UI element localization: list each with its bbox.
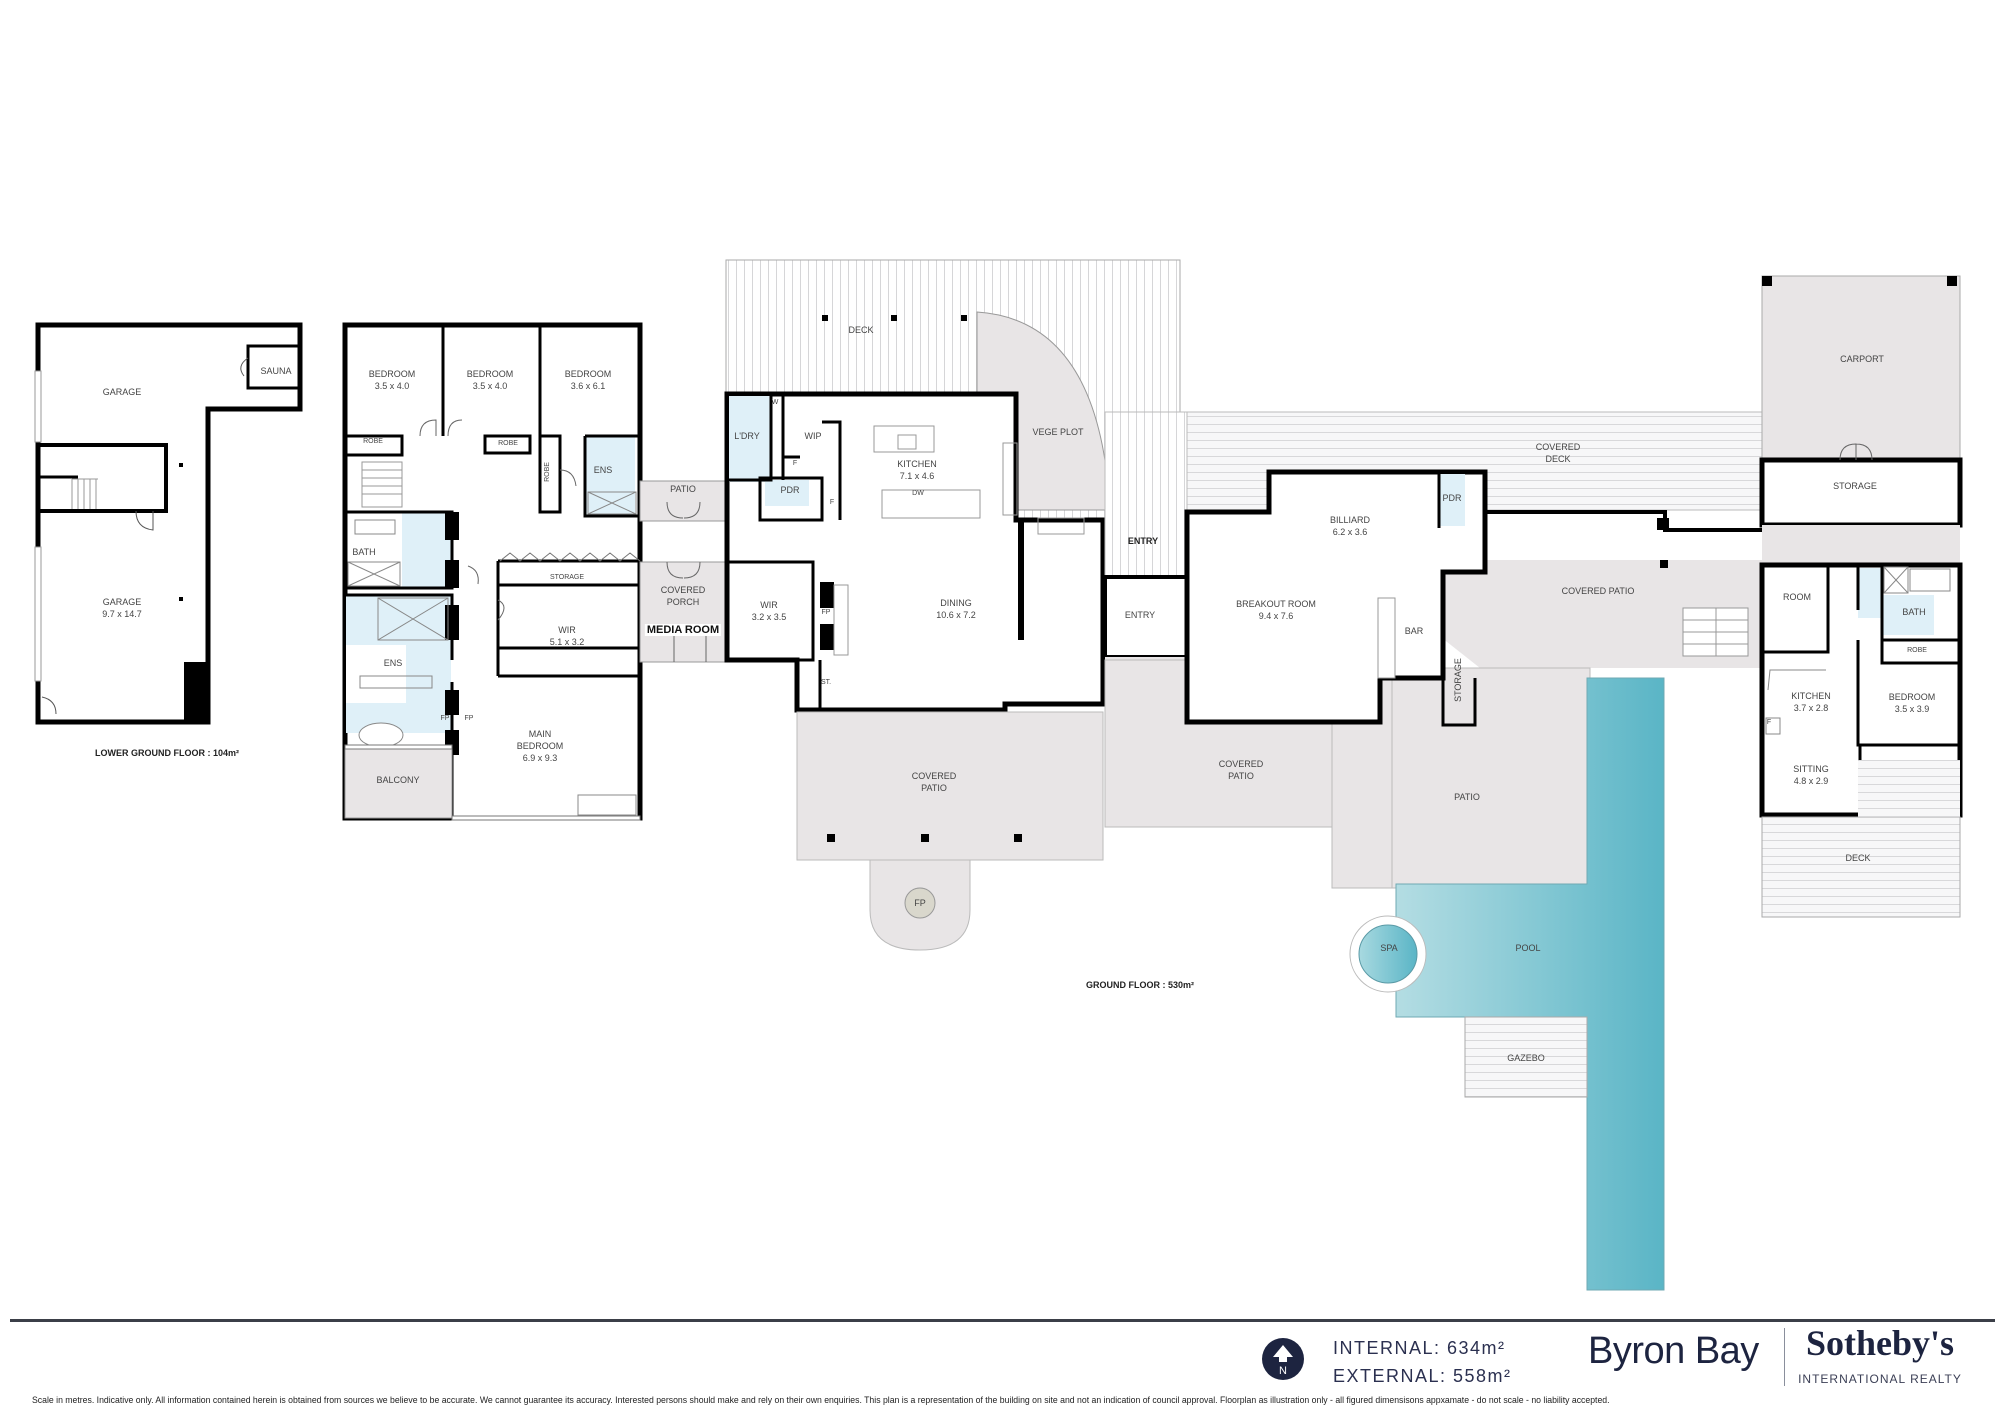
room-label: F [829, 499, 835, 506]
floor-title-lower-ground: LOWER GROUND FLOOR : 104m² [94, 748, 240, 758]
external-area: EXTERNAL: 558m² [1333, 1366, 1512, 1386]
room-label: DECK [1845, 853, 1871, 863]
room-label: ENS [383, 658, 403, 668]
svg-text:N: N [1279, 1365, 1287, 1377]
room-label: PATIO [670, 484, 696, 494]
brand-location: Byron Bay [1588, 1330, 1759, 1372]
brand-subtitle: INTERNATIONAL REALTY [1798, 1372, 1962, 1386]
room-label: ENTRY [1124, 610, 1156, 620]
room-label: STORAGE [1833, 481, 1877, 491]
room-label: FP [440, 715, 450, 722]
lower-ground-floor [34, 322, 303, 725]
room-label: FP [821, 609, 831, 616]
room-label: W [771, 399, 779, 406]
room-label: PATIO [1454, 792, 1480, 802]
room-label: ROBE [1907, 647, 1927, 654]
room-label: SAUNA [260, 366, 292, 376]
room-label: ST. [820, 679, 832, 686]
room-label: COVERED PATIO [1561, 586, 1635, 596]
room-label: VEGE PLOT [1032, 427, 1084, 437]
brand-logo: Sotheby's [1805, 1323, 1955, 1363]
room-label: FP [914, 898, 926, 908]
room-label: ROBE [544, 462, 551, 482]
room-label: F [1766, 719, 1772, 726]
room-label: BATH [352, 547, 376, 557]
room-label: PDR [780, 485, 800, 495]
room-label: WIP [804, 431, 822, 441]
room-label: F [792, 460, 798, 467]
room-label: ENS [593, 465, 613, 475]
internal-area: INTERNAL: 634m² [1333, 1338, 1506, 1358]
room-label: BAR [1404, 626, 1424, 636]
room-label: DECK [848, 325, 874, 335]
room-label: CARPORT [1840, 354, 1884, 364]
room-label: ROOM [1783, 592, 1811, 602]
bedroom-wing [342, 322, 643, 821]
room-label: SPA [1380, 943, 1398, 953]
room-label: DW [912, 490, 924, 497]
disclaimer-text: Scale in metres. Indicative only. All in… [32, 1395, 1610, 1405]
room-label: PDR [1442, 493, 1462, 503]
guest-cottage [1759, 275, 1963, 918]
room-label: ENTRY [1127, 536, 1159, 546]
room-label: ROBE [363, 438, 383, 445]
room-label: L'DRY [734, 431, 760, 441]
room-label: ROBE [498, 440, 518, 447]
north-arrow-icon: N [1262, 1338, 1304, 1380]
breakout-wing [1184, 411, 1770, 889]
room-label: GAZEBO [1507, 1053, 1545, 1063]
room-label: BALCONY [376, 775, 420, 785]
room-label: BATH [1902, 607, 1926, 617]
room-label: STORAGE [549, 574, 585, 581]
room-label: GARAGE [102, 387, 142, 397]
room-label: POOL [1515, 943, 1541, 953]
room-label: STORAGE [1453, 658, 1463, 702]
pool-area [1349, 677, 1665, 1291]
brand-divider [1784, 1328, 1785, 1386]
footer-divider [10, 1319, 1995, 1322]
room-label-media-room: MEDIA ROOM [644, 624, 722, 636]
patio-porch [639, 480, 728, 663]
floor-title-ground: GROUND FLOOR : 530m² [1085, 980, 1195, 990]
room-label: FP [464, 715, 474, 722]
main-living [724, 259, 1386, 951]
